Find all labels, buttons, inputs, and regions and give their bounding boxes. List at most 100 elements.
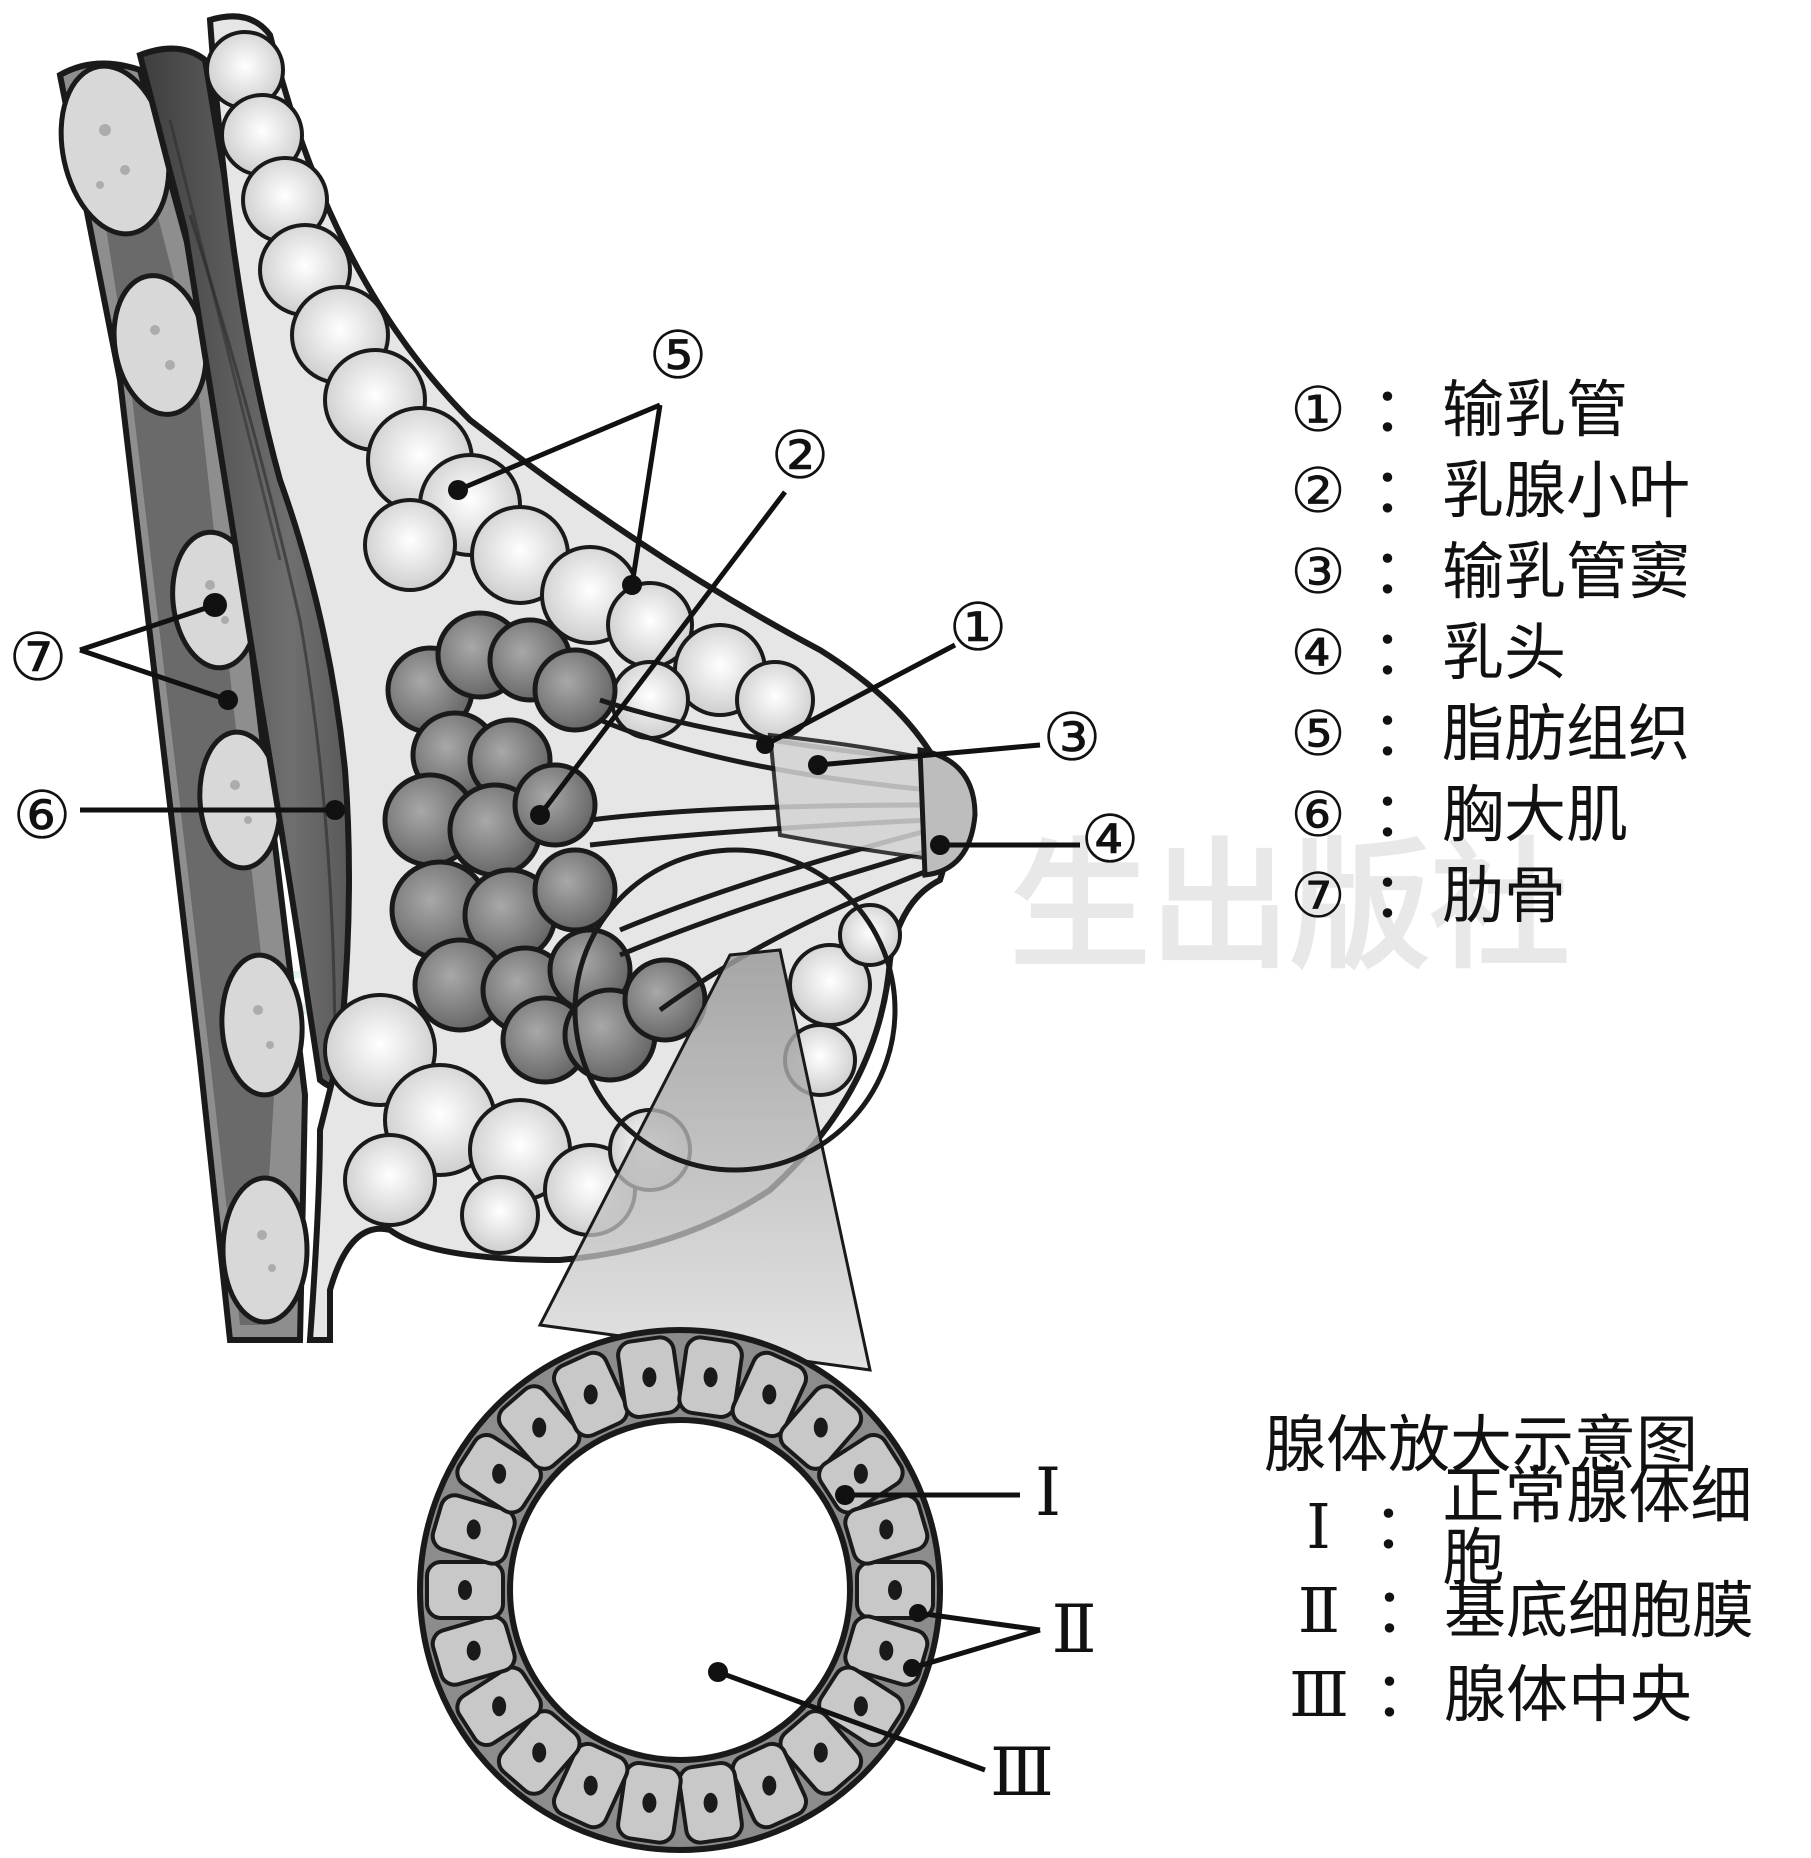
legend-item-label: 输乳管窦 bbox=[1442, 534, 1691, 608]
rib bbox=[220, 1175, 310, 1325]
legend-item: ③ ：输乳管窦 bbox=[1264, 531, 1690, 612]
mammary-lobules bbox=[382, 610, 708, 1085]
legend-item-label: 胸大肌 bbox=[1442, 777, 1629, 851]
legend-item-label: 脂肪组织 bbox=[1442, 696, 1691, 770]
leader-line-3 bbox=[817, 742, 1041, 768]
callout-5: ⑤ bbox=[648, 317, 707, 394]
legend-item-number: ③ bbox=[1290, 534, 1346, 608]
cell-nucleus bbox=[888, 1580, 902, 1600]
cell-nucleus bbox=[466, 1640, 481, 1661]
legend-item-number: ⑤ bbox=[1290, 696, 1346, 770]
legend-item-separator: ： bbox=[1372, 372, 1435, 446]
legend-item-separator: ： bbox=[1372, 696, 1435, 770]
legend-item: ④ ：乳头 bbox=[1264, 612, 1690, 693]
cell-nucleus bbox=[532, 1742, 547, 1763]
legend-item-number: Ⅱ bbox=[1297, 1574, 1341, 1647]
legend-item-separator: ： bbox=[1372, 777, 1435, 851]
cell-nucleus bbox=[458, 1580, 472, 1600]
legend-item-separator: ： bbox=[1372, 858, 1435, 932]
legend-item: ⑥ ：胸大肌 bbox=[1264, 774, 1690, 855]
legend-item: ⑤ ：脂肪组织 bbox=[1264, 693, 1690, 774]
callout-7: ⑦ bbox=[8, 619, 67, 696]
cell-nucleus bbox=[813, 1417, 828, 1438]
legend-item-separator: ： bbox=[1373, 1490, 1436, 1563]
cell-nucleus bbox=[762, 1384, 777, 1405]
legend-item-label: 乳头 bbox=[1442, 615, 1567, 689]
legend-item-number: ⑦ bbox=[1290, 858, 1346, 932]
magnified-region-circle bbox=[572, 847, 898, 1173]
legend-item-number: ④ bbox=[1290, 615, 1346, 689]
cell-nucleus bbox=[466, 1519, 481, 1540]
legend-item: Ⅰ：正常腺体细胞 bbox=[1264, 1465, 1811, 1589]
legend-item-separator: ： bbox=[1372, 453, 1435, 527]
callout-1: ① bbox=[948, 589, 1007, 666]
cell-nucleus bbox=[813, 1742, 828, 1763]
legend-item-separator: ： bbox=[1372, 615, 1435, 689]
leader-line-2 bbox=[538, 490, 787, 817]
magnification-cone bbox=[537, 948, 872, 1372]
gland-enlarged-view bbox=[417, 1327, 943, 1853]
legend-item-number: ② bbox=[1290, 453, 1346, 527]
watermark-text: 生出版社 bbox=[1010, 825, 1570, 989]
leader-line-7b bbox=[79, 647, 229, 703]
legend-item-label: 基底细胞膜 bbox=[1444, 1574, 1755, 1647]
callout-3: ③ bbox=[1042, 699, 1101, 776]
cell-nucleus bbox=[703, 1792, 718, 1813]
cell-nucleus bbox=[879, 1640, 894, 1661]
leader-dots bbox=[203, 480, 950, 1682]
cell-nucleus bbox=[532, 1417, 547, 1438]
cell-nucleus bbox=[492, 1463, 507, 1484]
leader-line-5b bbox=[629, 404, 663, 586]
legend-item: ⑦ ：肋骨 bbox=[1264, 855, 1690, 936]
legend-item-number: ⑥ bbox=[1290, 777, 1346, 851]
cell-nucleus bbox=[703, 1367, 718, 1388]
cell-nucleus bbox=[879, 1519, 894, 1540]
legend-item-number: Ⅲ bbox=[1289, 1658, 1349, 1731]
legend-item-label: 正常腺体细胞 bbox=[1442, 1459, 1753, 1594]
legend-item-separator: ： bbox=[1374, 1658, 1437, 1731]
leader-line-r2a bbox=[917, 1610, 1041, 1633]
callout-2: ② bbox=[770, 417, 829, 494]
fat-tissue-nipple-area bbox=[783, 903, 902, 1097]
nipple bbox=[917, 746, 978, 878]
leader-line-r3 bbox=[717, 1669, 986, 1773]
gland-legend-title: 腺体放大示意图 bbox=[1264, 1408, 1699, 1481]
cell-nucleus bbox=[853, 1696, 868, 1717]
legend-item-label: 腺体中央 bbox=[1444, 1658, 1693, 1731]
legend-item-separator: ： bbox=[1374, 1574, 1437, 1647]
legend-item: ② ：乳腺小叶 bbox=[1264, 450, 1690, 531]
cell-nucleus bbox=[642, 1792, 657, 1813]
callout-r3: Ⅲ bbox=[990, 1734, 1054, 1811]
legend-item: ① ：输乳管 bbox=[1264, 369, 1690, 450]
legend-item-separator: ： bbox=[1372, 534, 1435, 608]
callout-6: ⑥ bbox=[12, 777, 71, 854]
callout-labels: ⑤ ② ① ③ ④ ⑦ ⑥ Ⅰ Ⅱ Ⅲ bbox=[8, 317, 1139, 1811]
leader-line-r2b bbox=[911, 1627, 1041, 1671]
legend-item-number: Ⅰ bbox=[1306, 1490, 1331, 1563]
callout-r1: Ⅰ bbox=[1035, 1454, 1061, 1531]
gland-cells bbox=[425, 1335, 935, 1845]
cell-nucleus bbox=[762, 1775, 777, 1796]
legend-item-label: 输乳管 bbox=[1442, 372, 1629, 446]
callout-r2: Ⅱ bbox=[1052, 1591, 1097, 1668]
legend-item-label: 乳腺小叶 bbox=[1442, 453, 1691, 527]
legend-item: Ⅱ ：基底细胞膜 bbox=[1264, 1569, 1811, 1653]
legend-item-label: 肋骨 bbox=[1442, 858, 1567, 932]
cell-nucleus bbox=[492, 1696, 507, 1717]
cell-nucleus bbox=[642, 1367, 657, 1388]
cell-nucleus bbox=[853, 1463, 868, 1484]
leader-line-7a bbox=[79, 602, 216, 653]
leader-line-1 bbox=[763, 642, 957, 748]
leader-lines bbox=[79, 402, 1080, 1773]
cell-nucleus bbox=[583, 1775, 598, 1796]
gland-center bbox=[507, 1417, 853, 1763]
legend-item: Ⅲ ：腺体中央 bbox=[1264, 1653, 1811, 1737]
callout-4: ④ bbox=[1080, 801, 1139, 878]
leader-line-5a bbox=[457, 402, 661, 493]
cell-nucleus bbox=[583, 1384, 598, 1405]
legend-item-number: ① bbox=[1290, 372, 1346, 446]
